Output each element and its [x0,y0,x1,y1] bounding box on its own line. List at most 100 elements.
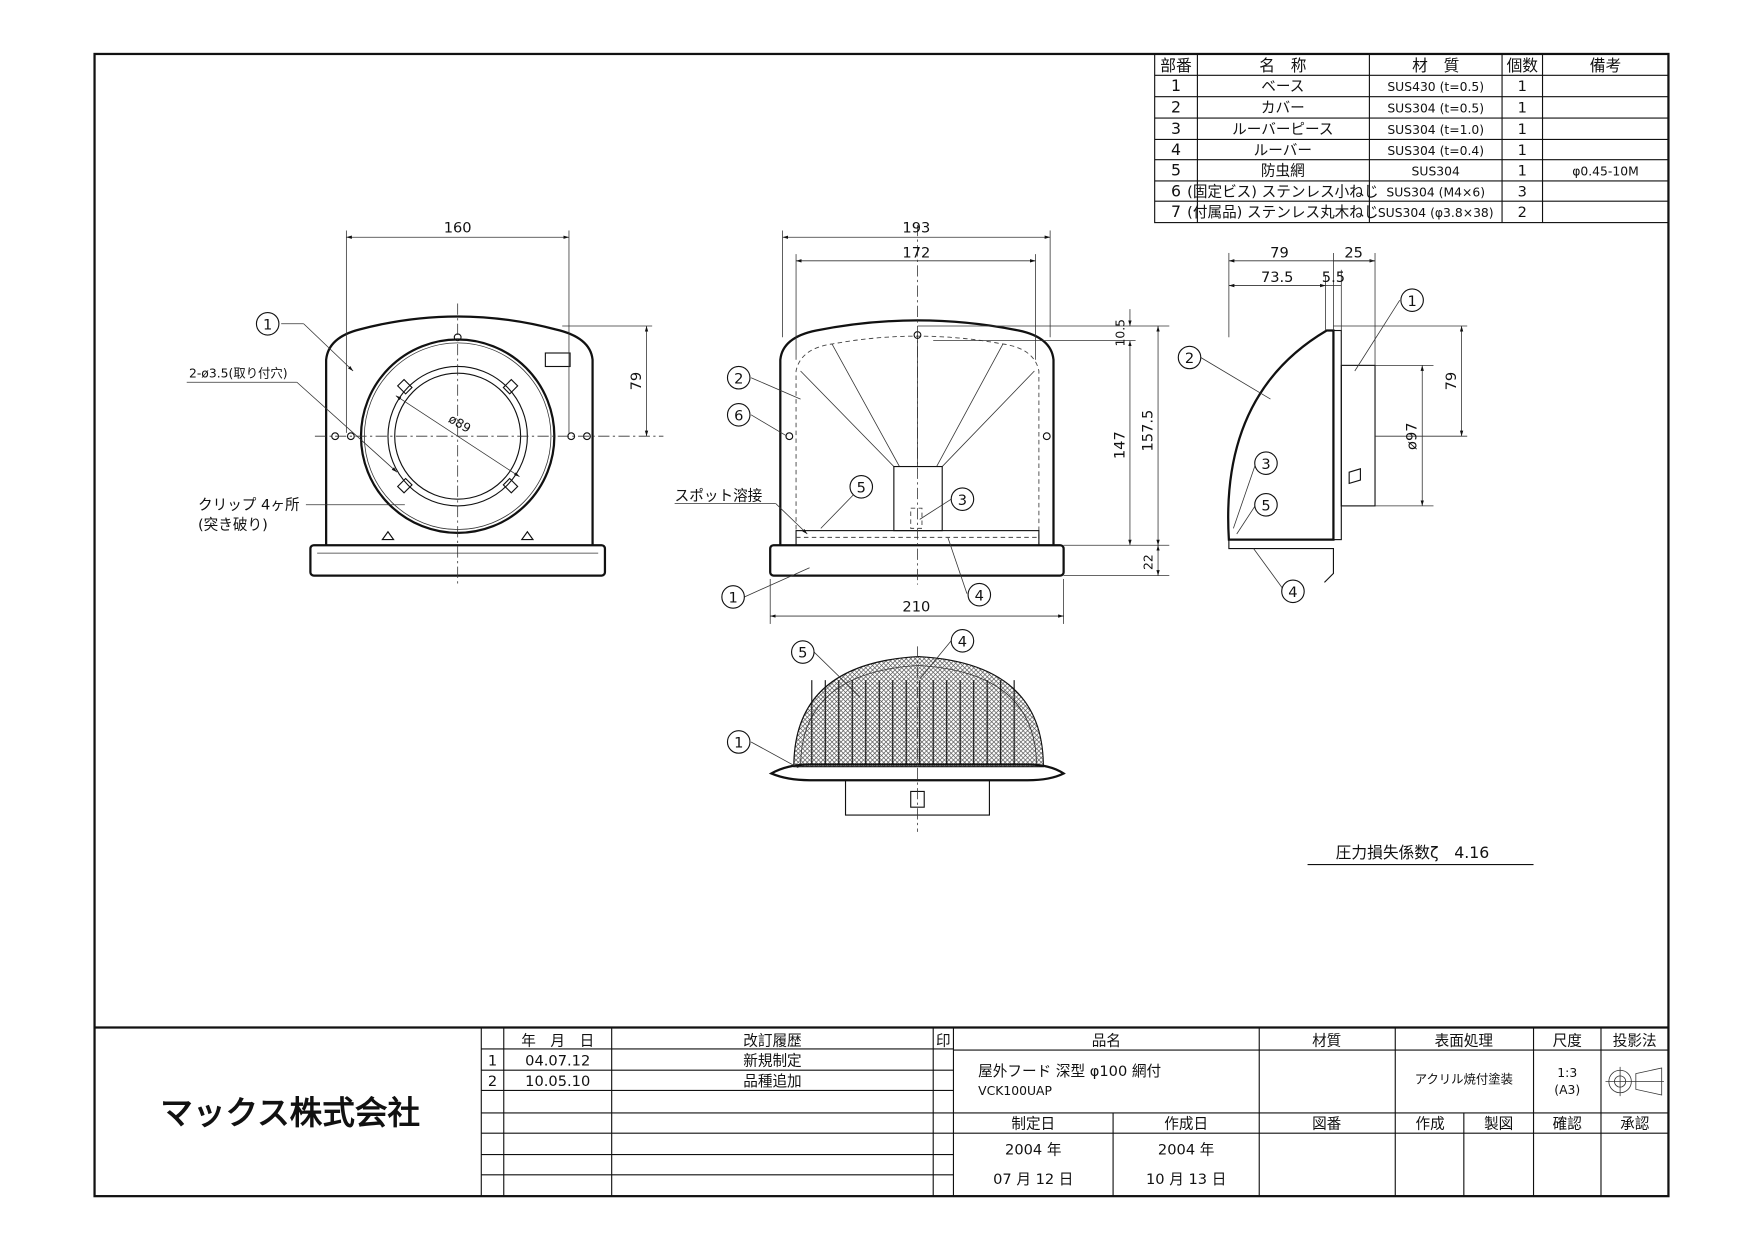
note-spot-weld: スポット溶接 [675,487,763,504]
product-header: 品名 [1092,1033,1121,1050]
established-year: 2004 年 [1005,1142,1061,1159]
scale-paper: (A3) [1554,1083,1580,1097]
parts-row-3-no: 3 [1171,119,1181,138]
svg-text:5: 5 [798,645,807,662]
parts-header-no: 部番 [1160,56,1192,75]
product-code: VCK100UAP [978,1084,1052,1098]
dim-147: 147 [1111,431,1128,459]
rev-1-no: 1 [488,1053,497,1070]
parts-row-1-name: ベース [1261,78,1304,95]
checked-header: 確認 [1553,1116,1583,1133]
dim-25: 25 [1344,244,1363,261]
material-header: 材質 [1312,1032,1341,1050]
made-header: 作成 [1416,1116,1445,1133]
dim-22: 22 [1141,554,1155,570]
parts-row-2-name: カバー [1261,99,1305,116]
title-block: マックス株式会社 年 月 日 改訂履歴 印 1 04.07.12 新規制定 2 … [94,1026,1669,1197]
product-name: 屋外フード 深型 φ100 網付 [978,1063,1161,1080]
svg-text:1: 1 [263,316,272,333]
svg-text:2: 2 [734,370,743,387]
parts-row-4-name: ルーバー [1254,142,1312,159]
surface-header: 表面処理 [1435,1033,1494,1050]
svg-text:4: 4 [1288,584,1297,601]
balloon-6: 6 [726,403,751,427]
parts-row-2-material: SUS304 (t=0.5) [1387,101,1484,115]
parts-header-qty: 個数 [1507,56,1539,75]
bottom-view: 5 4 1 [726,628,1066,832]
dim-79-left: 79 [628,372,645,391]
svg-text:4: 4 [958,633,967,650]
svg-text:5: 5 [1261,497,1270,514]
balloon-1: 1 [255,311,280,336]
svg-text:5: 5 [857,479,866,496]
third-angle-projection-symbol [1605,1066,1664,1097]
dim-79-side: 79 [1270,244,1289,261]
surface-value: アクリル焼付塗装 [1415,1072,1513,1087]
parts-row-6-material: SUS304 (M4×6) [1386,186,1485,200]
front-view: 193 172 210 10.5 147 157.5 22 スポット溶接 2 6… [674,220,1170,624]
parts-row-1-qty: 1 [1518,78,1527,95]
parts-row-7-name: (付属品) ステンレス丸木ねじ [1187,204,1378,221]
balloon-1: 1 [1400,288,1424,312]
note-clip-1: クリップ 4ヶ所 [198,496,300,513]
rev-header-seal: 印 [936,1033,951,1050]
note-clip-2: (突き破り) [198,517,268,534]
parts-row-4-no: 4 [1171,140,1181,159]
parts-row-5-no: 5 [1171,160,1181,179]
parts-row-7-material: SUS304 (φ3.8×38) [1378,206,1494,220]
pressure-loss-coefficient: 圧力損失係数ζ 4.16 [1336,843,1490,862]
created-year: 2004 年 [1158,1142,1214,1159]
svg-text:3: 3 [958,492,967,509]
company-logo: マックス株式会社 [160,1094,420,1132]
scale-header: 尺度 [1553,1033,1583,1050]
left-view: 160 79 ø89 2-ø3.5(取り付穴) クリップ 4ヶ所 (突き破り) … [186,220,664,585]
dim-157-5: 157.5 [1139,410,1156,452]
balloon-2: 2 [1177,345,1202,370]
balloon-4: 4 [967,582,992,607]
balloon-5: 5 [1254,492,1278,517]
created-header: 作成日 [1164,1116,1208,1133]
parts-row-4-material: SUS304 (t=0.4) [1387,144,1484,158]
dim-10-5: 10.5 [1113,319,1127,347]
parts-row-2-qty: 1 [1518,99,1527,116]
parts-header-name: 名 称 [1259,56,1306,75]
parts-row-3-name: ルーバーピース [1232,121,1333,138]
dim-210: 210 [902,599,930,616]
svg-text:6: 6 [734,407,743,424]
balloon-2: 2 [726,365,751,390]
dim-79-right: 79 [1443,372,1460,391]
svg-text:1: 1 [1407,293,1416,310]
approved-header: 承認 [1620,1116,1650,1133]
rev-header-date: 年 月 日 [521,1033,594,1050]
parts-row-1-no: 1 [1171,76,1181,95]
dim-dia89: ø89 [446,412,473,436]
parts-header-material: 材 質 [1412,56,1459,75]
balloon-1: 1 [726,730,751,754]
balloon-4: 4 [950,628,975,653]
svg-text:2: 2 [1185,350,1194,367]
parts-row-5-material: SUS304 [1412,164,1460,178]
svg-text:4: 4 [975,587,984,604]
parts-header-note: 備考 [1590,56,1621,75]
parts-row-6-qty: 3 [1518,184,1527,201]
created-date: 10 月 13 日 [1146,1171,1226,1188]
scale-value: 1:3 [1557,1066,1577,1080]
parts-row-6-name: (固定ビス) ステンレス小ねじ [1187,184,1378,201]
dim-172: 172 [902,244,930,261]
parts-row-1-material: SUS430 (t=0.5) [1387,80,1484,94]
rev-2-desc: 品種追加 [743,1073,801,1090]
balloon-3: 3 [950,487,975,511]
dim-193: 193 [902,220,930,237]
parts-row-5-name: 防虫網 [1261,162,1305,179]
svg-text:1: 1 [728,590,737,607]
parts-row-6-no: 6 [1171,182,1181,201]
rev-1-desc: 新規制定 [743,1053,802,1070]
rev-1-date: 04.07.12 [525,1053,590,1070]
svg-text:1: 1 [734,735,743,752]
dim-5-5: 5.5 [1322,269,1345,286]
side-view: 79 25 73.5 5.5 ø97 79 1 2 3 5 4 [1177,244,1468,604]
projection-header: 投影法 [1613,1033,1657,1050]
rev-header-history: 改訂履歴 [743,1033,801,1050]
balloon-3: 3 [1254,451,1278,475]
